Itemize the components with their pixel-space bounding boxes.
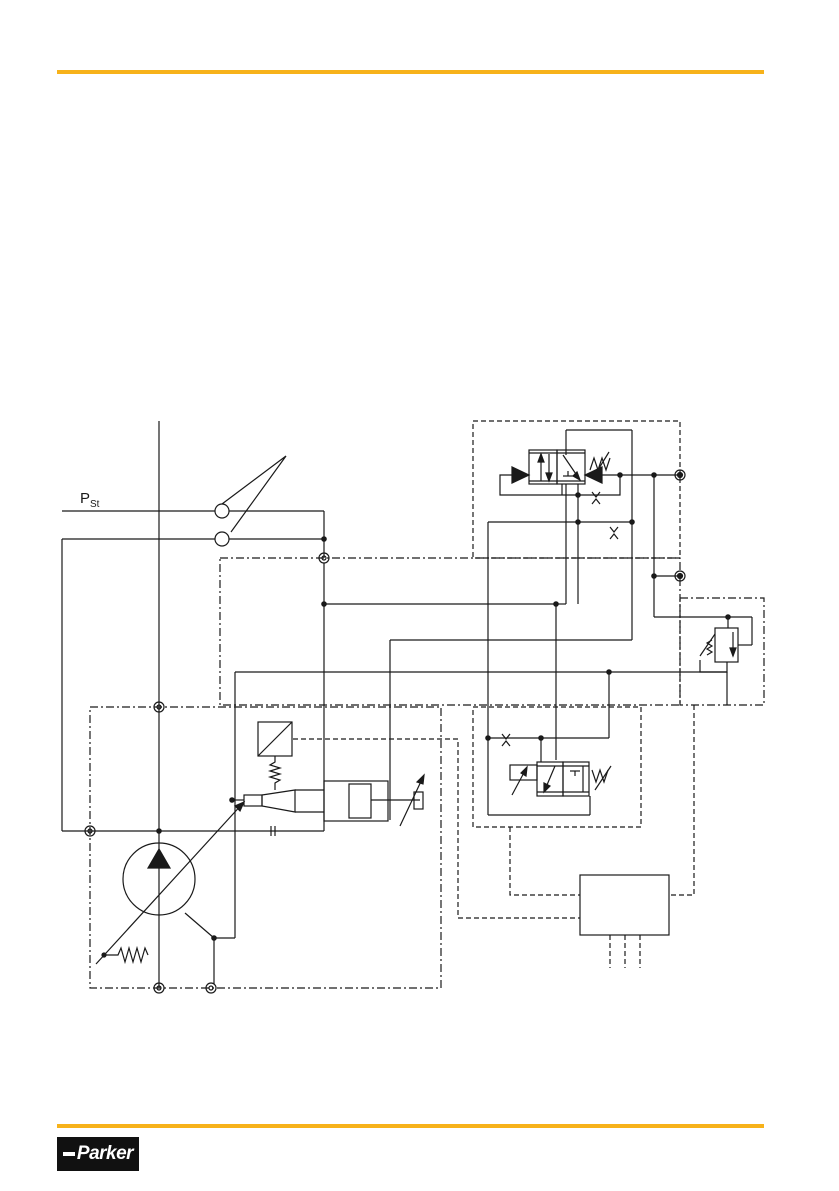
- upper-valve-boundary: [473, 421, 680, 558]
- pressure-label-main: P: [80, 490, 90, 507]
- lower-valve-spring: [592, 770, 608, 782]
- pump-direction-arrow: [148, 849, 170, 868]
- solenoid-spring: [270, 756, 280, 790]
- lower-directional-valve-mid: [563, 762, 589, 796]
- cylinder-taper: [262, 790, 295, 812]
- pressure-label: PSt: [80, 490, 100, 510]
- orifice-upper-a: [592, 492, 600, 504]
- logo-stripe-icon: [63, 1152, 75, 1156]
- pump-variable-arrow: [96, 802, 244, 964]
- pressure-label-sub: St: [90, 499, 100, 510]
- check-valve-yoke: [222, 456, 286, 532]
- upper-directional-valve-left: [529, 450, 557, 484]
- pilot-line-dashed-a: [510, 827, 580, 895]
- parker-logo: Parker: [57, 1137, 139, 1171]
- cylinder-piston: [349, 784, 371, 818]
- orifice-lower: [502, 734, 510, 746]
- pilot-line-dashed-c: [669, 705, 694, 895]
- relief-valve-body: [715, 628, 738, 662]
- upper-valve-actuator-right: [585, 467, 602, 483]
- orifice-upper-b: [610, 527, 618, 539]
- cylinder-body: [324, 781, 388, 821]
- check-valve-upper: [215, 504, 229, 518]
- electronic-controller: [580, 875, 669, 935]
- pump-spring: [104, 948, 148, 962]
- control-block-boundary: [220, 558, 680, 705]
- brand-name: Parker: [77, 1143, 133, 1165]
- lower-valve-boundary: [473, 707, 641, 827]
- check-valve-lower: [215, 532, 229, 546]
- upper-valve-actuator-left: [512, 467, 529, 483]
- relief-valve-boundary: [680, 598, 764, 705]
